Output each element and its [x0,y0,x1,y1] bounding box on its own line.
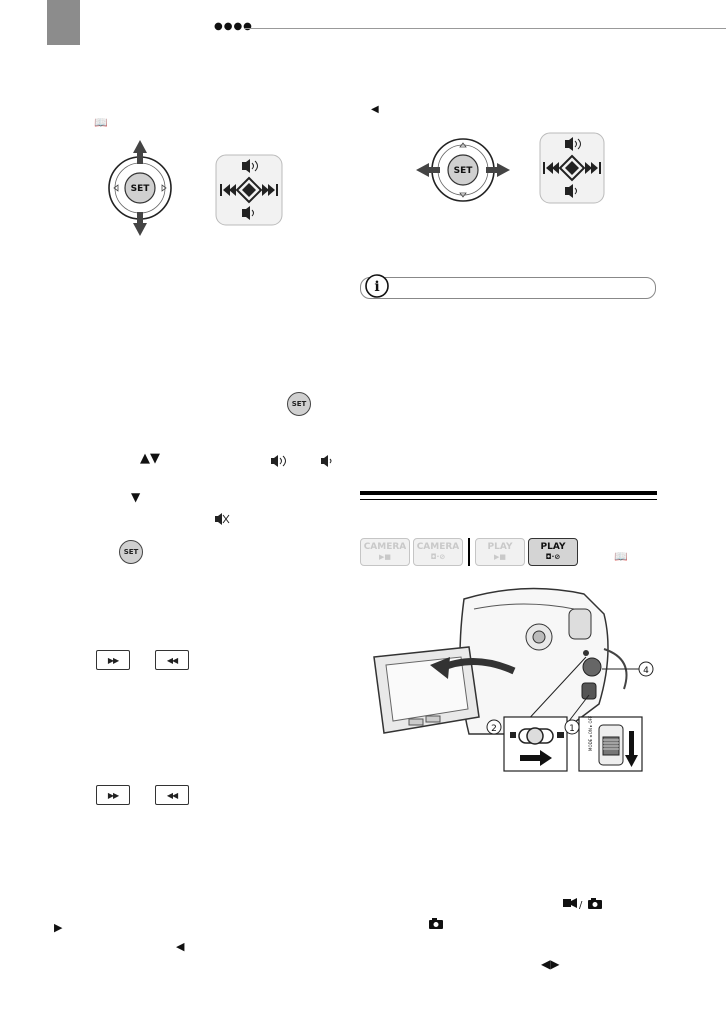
volume-down-icon [321,455,332,467]
book-icon-right: 📖 [614,550,628,563]
mode-play-video: PLAY▶■ [475,538,525,566]
mode-camera-photo: CAMERA◘·⊘ [413,538,463,566]
svg-text:i: i [374,279,379,295]
joystick-up-down-diagram: SET [108,140,172,236]
up-down-arrows-icon: ▲▼ [140,451,160,466]
mode-separator [468,538,470,566]
mode-camera-video: CAMERA▶■ [360,538,410,566]
set-button-icon: SET [287,392,311,416]
photo-mode-icon [429,918,443,929]
camcorder-illustration: 4 2 1 MODE ◂ ON ▸ OFF [373,587,654,772]
svg-text:2: 2 [491,724,497,734]
header-dots: ●●●● [214,21,253,32]
svg-text:SET: SET [131,184,151,194]
volume-up-icon [271,455,286,467]
fast-forward-button-icon: ▶▶ [96,650,130,670]
book-icon: 📖 [94,116,108,129]
section-rule-thick [360,491,657,495]
svg-text:1: 1 [569,724,575,734]
joystick-left-right-diagram: SET [416,138,510,202]
set-button-icon-2: SET [119,540,143,564]
rewind-button-icon: ◀◀ [155,650,189,670]
mode-play-photo: PLAY◘·⊘ [528,538,578,566]
right-arrow-icon: ▶ [54,921,63,934]
svg-text:/: / [579,900,583,911]
video-photo-mode-icons: / [563,898,602,911]
volume-skip-guide [215,154,283,226]
fast-forward-button-icon-2: ▶▶ [96,785,130,805]
volume-skip-guide-right [539,132,605,204]
svg-text:SET: SET [454,166,474,176]
note-bar [360,277,656,299]
rewind-button-icon-2: ◀◀ [155,785,189,805]
mute-volume-icon [215,513,230,525]
svg-text:4: 4 [643,666,649,676]
left-arrow-icon-top: ◀ [371,104,379,115]
section-rule-thin [360,499,657,500]
left-arrow-icon: ◀ [176,940,185,953]
left-right-arrows-icon: ◀▶ [541,957,560,971]
operating-modes: CAMERA▶■ CAMERA◘·⊘ PLAY▶■ PLAY◘·⊘ [360,538,578,566]
page-tab [47,0,80,45]
header-rule [244,28,726,29]
down-arrow-icon: ▼ [131,490,141,504]
svg-text:MODE ◂ ON ▸ OFF: MODE ◂ ON ▸ OFF [588,715,593,751]
info-icon: i [365,274,389,298]
